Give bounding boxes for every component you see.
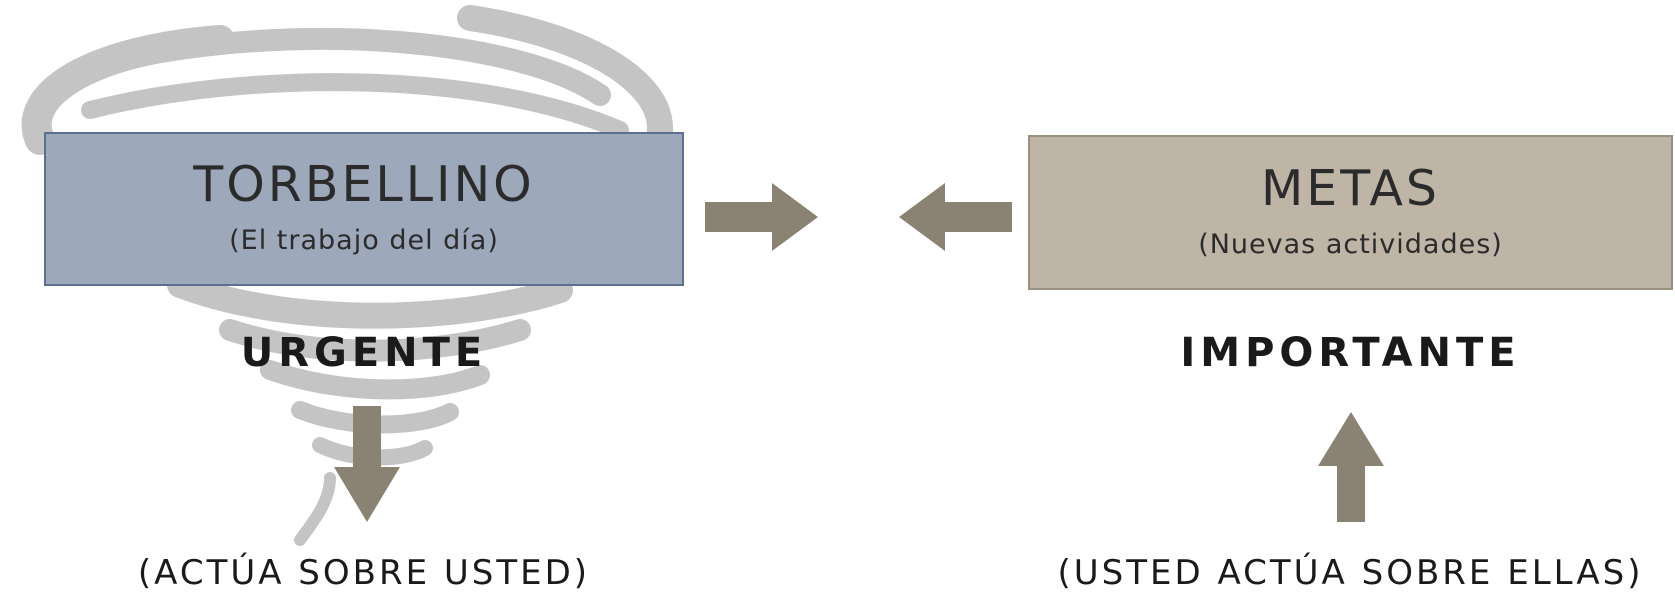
torbellino-subtitle: (El trabajo del día) — [229, 225, 499, 256]
you-act-on-them-caption: (USTED ACTÚA SOBRE ELLAS) — [1057, 553, 1644, 593]
arrow-up-icon — [1318, 412, 1384, 522]
arrow-left-icon — [899, 183, 1012, 251]
metas-box: METAS (Nuevas actividades) — [1028, 135, 1673, 290]
urgent-label: URGENTE — [240, 330, 488, 376]
acts-on-you-caption: (ACTÚA SOBRE USTED) — [137, 553, 591, 593]
important-label: IMPORTANTE — [1180, 330, 1521, 376]
torbellino-box: TORBELLINO (El trabajo del día) — [44, 132, 684, 286]
metas-subtitle: (Nuevas actividades) — [1198, 228, 1503, 260]
arrow-right-icon — [705, 183, 818, 251]
tornado-icon — [21, 5, 673, 546]
metas-title: METAS — [1261, 159, 1440, 217]
torbellino-title: TORBELLINO — [193, 156, 535, 213]
